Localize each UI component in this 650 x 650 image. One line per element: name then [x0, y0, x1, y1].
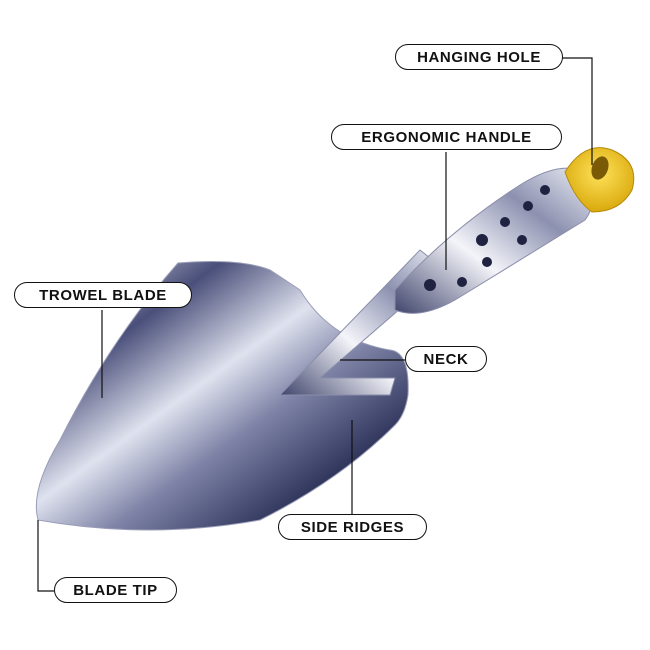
label-ergonomic-handle: ERGONOMIC HANDLE: [331, 124, 562, 150]
label-side-ridges: SIDE RIDGES: [278, 514, 427, 540]
handle-cap: [564, 147, 635, 213]
trowel-blade-shape: [35, 261, 409, 531]
hanging-hole-shape: [591, 156, 609, 180]
label-neck: NECK: [405, 346, 487, 372]
label-trowel-blade: TROWEL BLADE: [14, 282, 192, 308]
label-hanging-hole: HANGING HOLE: [395, 44, 563, 70]
label-blade-tip: BLADE TIP: [54, 577, 177, 603]
trowel-handle-shape: [394, 167, 593, 314]
handle-holes: [424, 185, 550, 291]
